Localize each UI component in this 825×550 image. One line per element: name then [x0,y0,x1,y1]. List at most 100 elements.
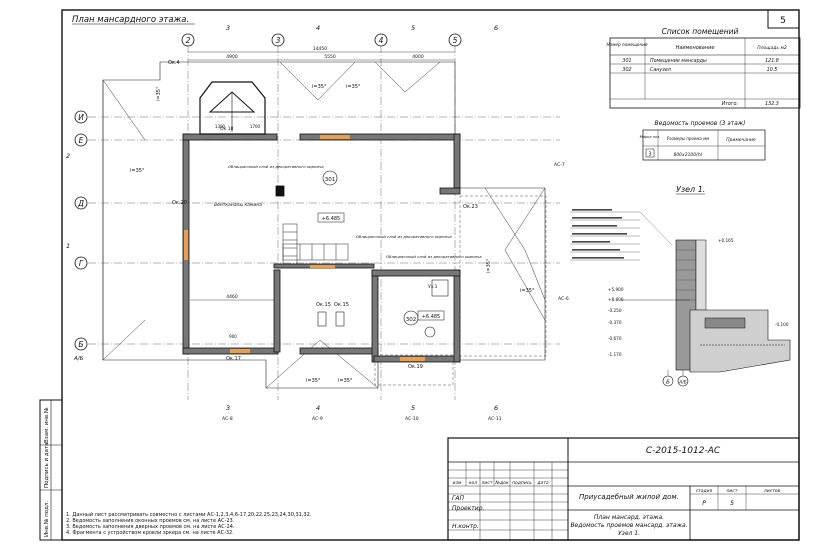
sheet-frame [61,9,800,541]
svg-text:+8.800: +8.800 [608,297,624,302]
svg-text:лист: лист [726,489,738,494]
svg-text:i=35°: i=35° [486,258,492,273]
svg-text:3: 3 [226,24,230,32]
svg-text:2: 2 [66,152,70,160]
svg-text:Ок.15: Ок.15 [316,302,331,308]
svg-text:Ок.19: Ок.19 [408,364,423,370]
axis-bubbles-top: 2 3 4 5 [181,33,462,47]
svg-text:1: 1 [66,242,70,250]
svg-text:800х2100(h): 800х2100(h) [673,152,702,158]
stamp-sign: Подпись и дата [44,442,50,488]
node-title: Узел 1. [676,185,705,194]
svg-text:И: И [78,113,84,122]
title-block: С-2015-1012-АС изм кол лист №док подпись… [447,437,800,541]
svg-text:Примечание: Примечание [726,137,756,143]
svg-text:Проектир.: Проектир. [452,505,485,512]
svg-text:Облицовочный слой из декоратив: Облицовочный слой из декоративного кирпи… [228,164,324,169]
svg-text:1300: 1300 [215,124,226,129]
svg-text:Марка поз.: Марка поз. [640,135,661,139]
svg-text:4: 4 [316,404,320,412]
room-labels: 301 302 +6.485 +6.485 [317,170,445,326]
opening-labels: Ок.15 Ок.15 Ок.17 Ок.18 Ок.19 Ок.20 Ок.2… [168,60,478,370]
svg-text:4: 4 [316,24,320,32]
svg-text:i=35°: i=35° [312,84,327,90]
svg-text:Облицовочный слой из декоратив: Облицовочный слой из декоративного кирпи… [356,234,452,239]
svg-text:4. Фрагмента с устройством кро: 4. Фрагмента с устройством кровли эркера… [66,529,234,536]
sheet-number: 5 [780,16,786,26]
svg-text:4900: 4900 [226,54,238,60]
svg-text:5: 5 [411,24,415,32]
roof-outline [102,61,546,389]
svg-text:Итого:: Итого: [722,101,739,107]
svg-text:листов: листов [763,489,781,494]
svg-text:АС-6: АС-6 [558,296,569,302]
svg-text:5: 5 [411,404,415,412]
bay-window [199,81,266,135]
openings-table: Ведомость проемов (3 этаж) Марка поз. Ра… [640,120,766,161]
plan-notes: Вентканалы камина Облицовочный слой из д… [214,164,482,259]
svg-text:-0.250: -0.250 [608,308,622,313]
svg-text:1. Данный лист рассматривать с: 1. Данный лист рассматривать совместно с… [66,511,312,518]
svg-text:Вентканалы камина: Вентканалы камина [214,202,262,208]
svg-text:Санузел: Санузел [650,67,671,73]
svg-text:5550: 5550 [324,54,336,60]
svg-text:4000: 4000 [412,54,424,60]
svg-text:121.8: 121.8 [765,58,779,64]
svg-text:ГАП: ГАП [452,495,464,502]
svg-text:Ок.20: Ок.20 [172,200,187,206]
svg-text:Наименование: Наименование [676,45,715,51]
svg-text:301: 301 [622,58,631,64]
svg-text:Ведомость проемов мансард. эта: Ведомость проемов мансард. этажа. [570,522,687,529]
plan-title: План мансардного этажа. [72,15,189,25]
svg-text:Б: Б [78,340,83,349]
stamp-inv: Инв.№ подл. [44,501,50,537]
svg-text:6: 6 [494,24,498,32]
svg-text:подпись: подпись [512,481,532,486]
sheet-number-box [767,9,800,29]
svg-text:i=35°: i=35° [520,288,535,294]
svg-text:i=35°: i=35° [130,168,145,174]
rooms-table: Список помещений Номер помещения Наимено… [607,27,801,109]
svg-text:Размеры проема мм: Размеры проема мм [667,136,709,141]
svg-text:АС-11: АС-11 [488,416,502,422]
svg-text:Д: Д [77,199,84,208]
svg-text:Площадь м2: Площадь м2 [757,45,787,51]
rooms-table-title: Список помещений [662,27,739,36]
svg-text:+0.165: +0.165 [718,238,734,243]
svg-text:301: 301 [325,177,336,183]
svg-text:900: 900 [229,334,237,339]
svg-text:i=35°: i=35° [156,86,162,101]
svg-text:кол: кол [469,481,477,486]
svg-text:Облицовочный слой из декоратив: Облицовочный слой из декоративного кирпи… [386,254,482,259]
svg-text:+6.485: +6.485 [422,314,441,320]
svg-text:-0.370: -0.370 [608,320,622,325]
svg-text:5: 5 [730,500,734,507]
svg-text:стадия: стадия [696,489,713,494]
svg-text:Уз.1: Уз.1 [428,284,438,290]
svg-text:Ок.18: Ок.18 [220,126,234,132]
svg-text:АС-10: АС-10 [405,416,419,422]
svg-text:Ведомость проемов (3 этаж): Ведомость проемов (3 этаж) [654,120,745,127]
svg-text:АС-9: АС-9 [312,416,323,422]
node-marks: Уз.1 АС-6 АС-7 АС-8 АС-9 АС-10 АС-11 [222,162,569,422]
svg-text:2: 2 [186,36,191,45]
svg-text:+5.900: +5.900 [608,287,624,292]
svg-text:3: 3 [226,404,230,412]
svg-text:6: 6 [494,404,498,412]
svg-text:3: 3 [648,152,651,158]
svg-text:14450: 14450 [313,46,327,52]
svg-text:3: 3 [276,36,281,45]
svg-text:302: 302 [622,67,631,73]
svg-text:i=35°: i=35° [346,84,361,90]
svg-text:+6.485: +6.485 [322,216,341,222]
svg-text:Г: Г [79,259,84,268]
svg-text:4: 4 [379,36,384,45]
svg-text:Б: Б [666,380,670,386]
svg-text:изм: изм [453,481,462,486]
svg-text:Узел 1.: Узел 1. [618,530,640,537]
svg-text:2. Ведомость заполнения оконны: 2. Ведомость заполнения оконных проемов … [66,518,235,524]
svg-text:Ок.15: Ок.15 [334,302,349,308]
svg-text:Е: Е [79,136,84,145]
svg-text:Ок.4: Ок.4 [168,60,180,66]
